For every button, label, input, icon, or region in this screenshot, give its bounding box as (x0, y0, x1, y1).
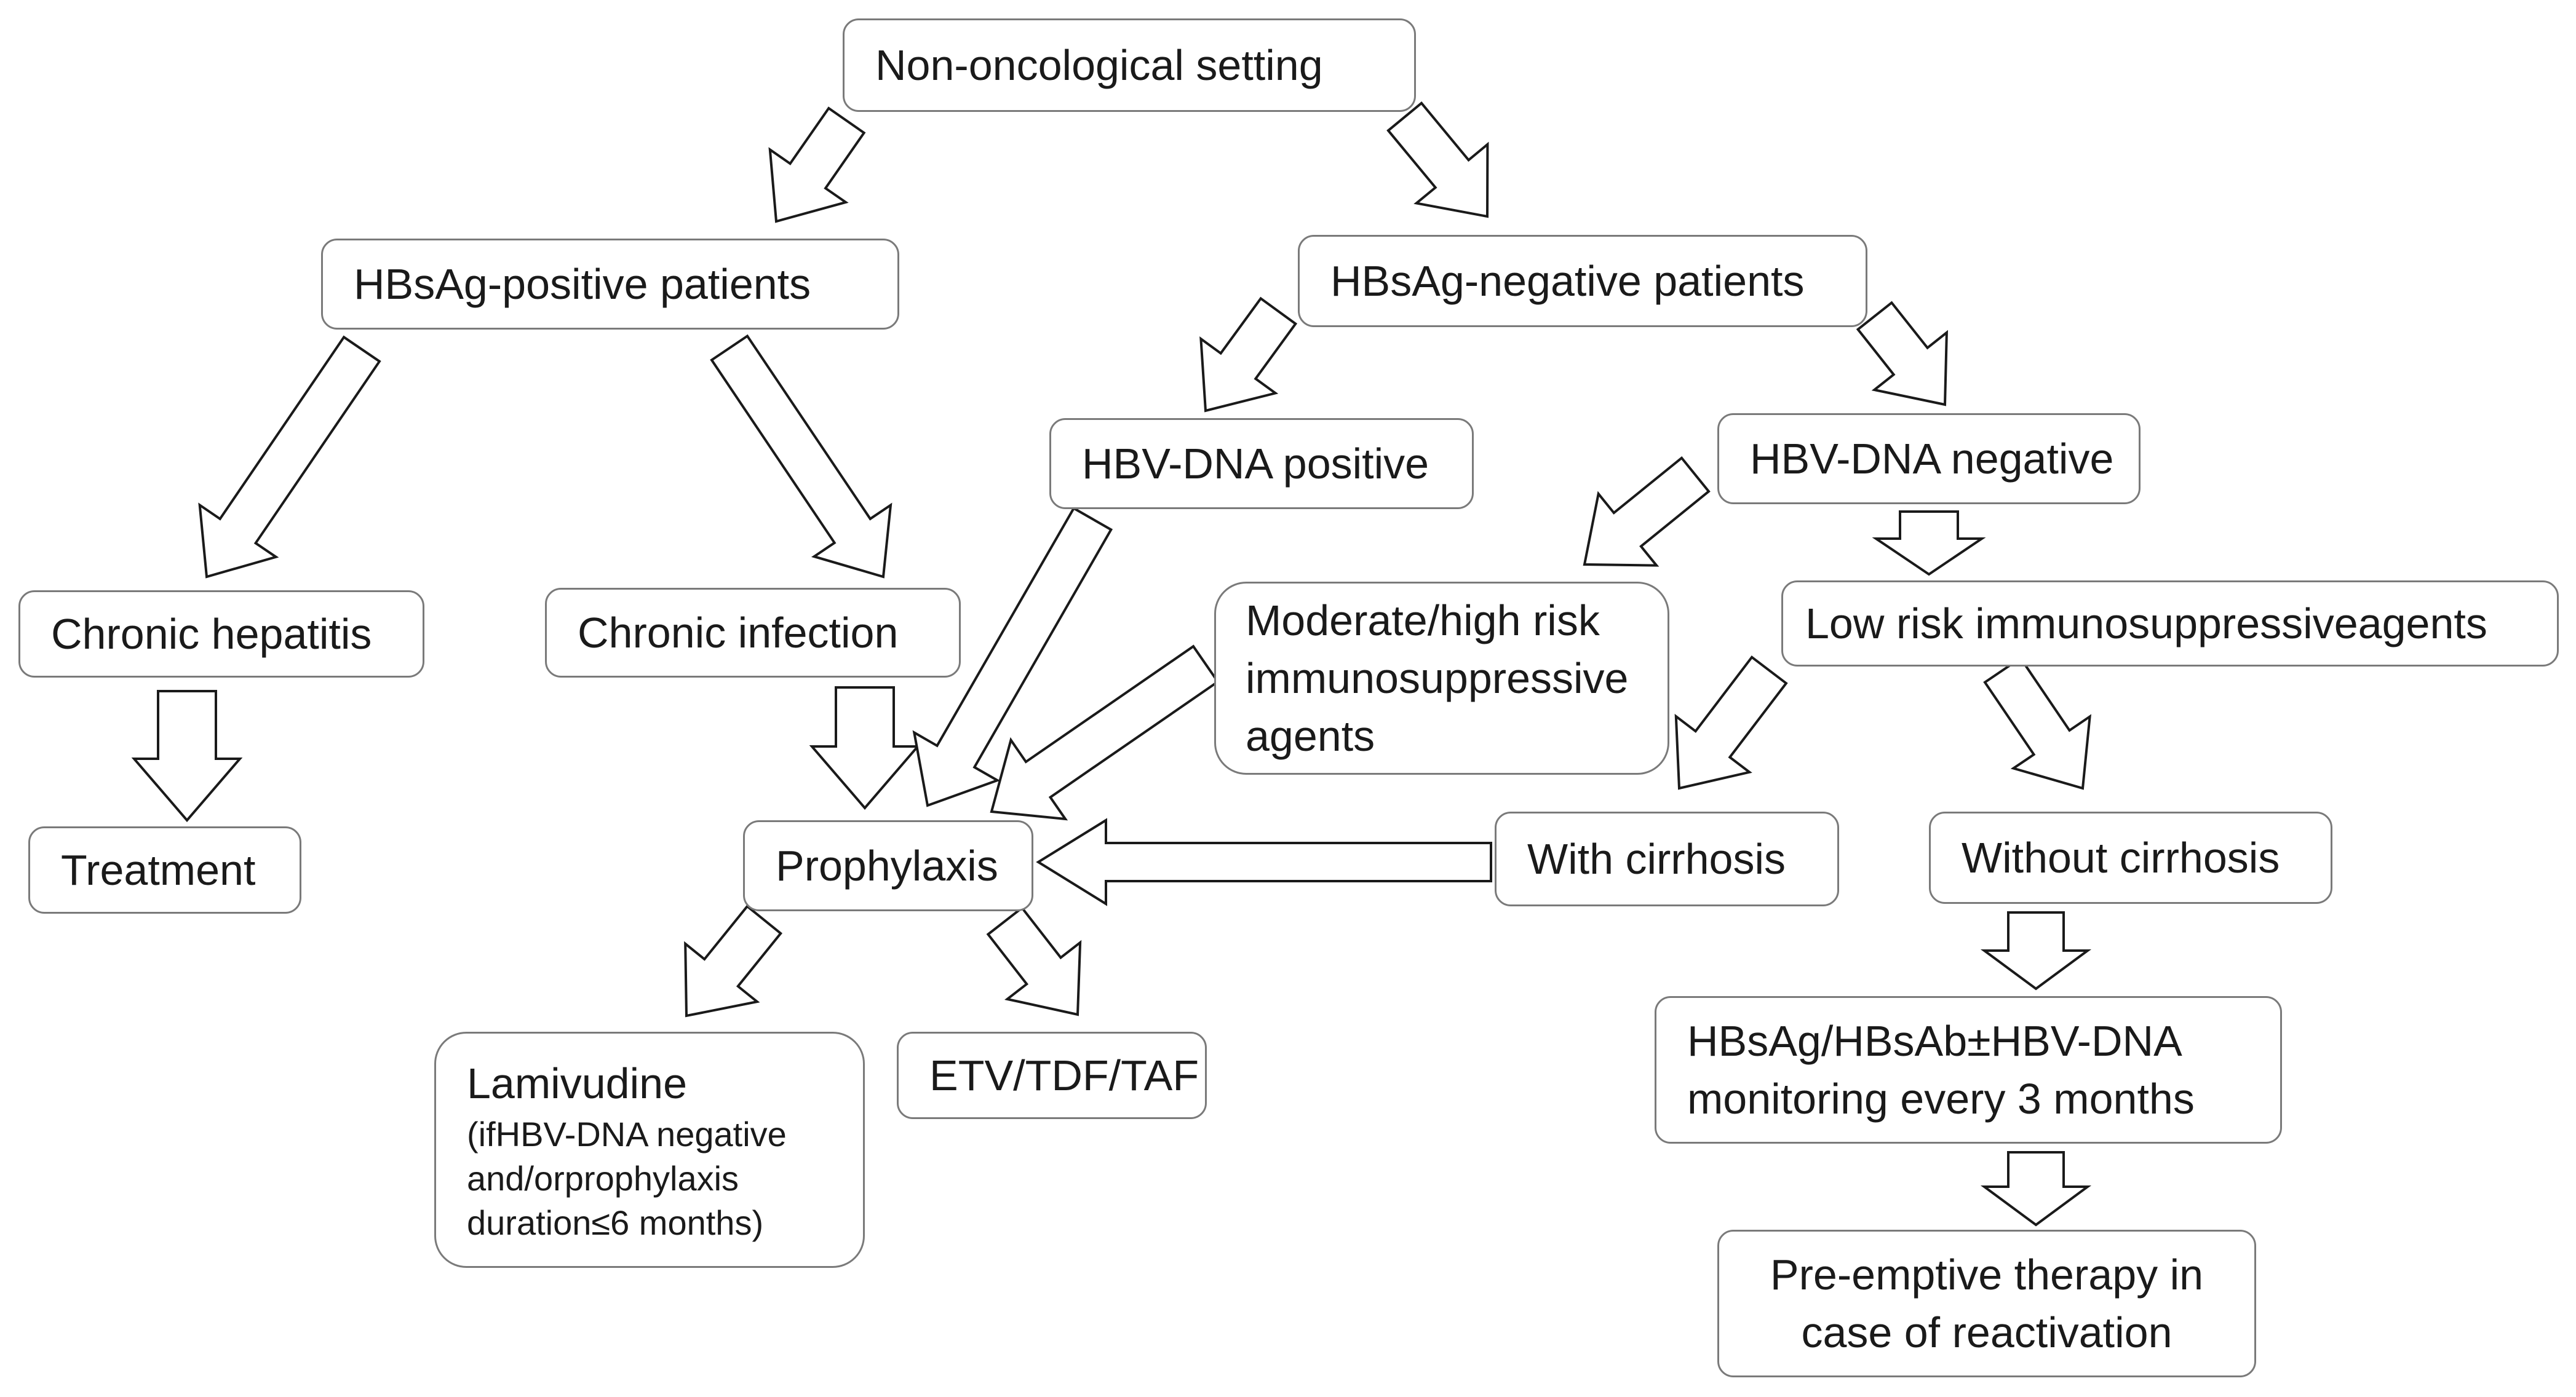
node-hbsag-positive-patients: HBsAg-positive patients (321, 239, 899, 330)
node-label: HBsAg-negative patients (1330, 257, 1805, 305)
node-label-line: Lamivudine (467, 1059, 687, 1107)
node-note-line: and/orprophylaxis (467, 1159, 739, 1198)
node-label: HBV-DNA negative (1750, 435, 2114, 483)
node-label-line: Pre-emptive therapy in (1770, 1251, 2204, 1299)
node-chronic-infection: Chronic infection (545, 588, 961, 678)
node-label-line: HBsAg/HBsAb±HBV-DNA (1687, 1017, 2182, 1065)
arrow-prophylaxis-to-lamivudine (684, 904, 783, 1018)
node-hbv-dna-positive: HBV-DNA positive (1049, 418, 1474, 509)
node-label: ETV/TDF/TAF (929, 1051, 1199, 1099)
node-label: Non-oncological setting (875, 41, 1323, 89)
node-prophylaxis: Prophylaxis (743, 820, 1033, 911)
arrow-negative-to-dna-negative (1856, 301, 1949, 406)
arrow-negative-to-dna-positive (1199, 296, 1298, 413)
arrow-setting-to-hbsag-positive (768, 106, 866, 223)
node-label: Low risk immunosuppressiveagents (1805, 600, 2487, 647)
node-note-line: (ifHBV-DNA negative (467, 1115, 787, 1154)
arrow-prophylaxis-to-etv (986, 906, 1082, 1016)
arrow-dna-negative-to-moderate (1583, 456, 1711, 567)
arrow-chronic-hepatitis-to-treatment (131, 690, 243, 823)
node-lamivudine: Lamivudine (ifHBV-DNA negative and/orpro… (434, 1032, 865, 1268)
node-label-line: case of reactivation (1801, 1308, 2173, 1356)
arrow-positive-to-chronic-hepatitis (198, 335, 381, 579)
node-treatment: Treatment (28, 826, 301, 914)
arrow-dna-positive-to-prophylaxis (912, 506, 1113, 807)
node-monitoring: HBsAg/HBsAb±HBV-DNA monitoring every 3 m… (1655, 996, 2282, 1144)
node-label: Chronic infection (578, 609, 899, 657)
arrow-with-cirrhosis-to-prophylaxis (1036, 818, 1492, 906)
node-without-cirrhosis: Without cirrhosis (1929, 812, 2332, 904)
node-label: With cirrhosis (1527, 835, 1786, 883)
arrow-chronic-infection-to-prophylaxis (809, 686, 921, 810)
arrow-low-risk-to-without-cirrhosis (1983, 656, 2092, 790)
node-label: Without cirrhosis (1962, 834, 2280, 882)
node-chronic-hepatitis: Chronic hepatitis (18, 590, 424, 678)
node-non-oncological-setting: Non-oncological setting (843, 18, 1416, 112)
node-label: Chronic hepatitis (51, 610, 372, 658)
arrow-setting-to-hbsag-negative (1386, 101, 1489, 218)
arrow-positive-to-chronic-infection (710, 334, 892, 579)
node-label-line: agents (1246, 712, 1375, 760)
node-label-line: Moderate/high risk (1246, 596, 1600, 644)
node-note-line: duration≤6 months) (467, 1203, 764, 1242)
node-preemptive-therapy: Pre-emptive therapy in case of reactivat… (1717, 1230, 2256, 1377)
arrow-moderate-to-prophylaxis (990, 644, 1220, 821)
node-label: Prophylaxis (776, 842, 998, 890)
node-hbv-dna-negative: HBV-DNA negative (1717, 413, 2141, 504)
node-low-risk-agents: Low risk immunosuppressiveagents (1781, 580, 2559, 667)
node-hbsag-negative-patients: HBsAg-negative patients (1298, 235, 1867, 327)
arrow-without-cirrhosis-to-monitoring (1980, 911, 2092, 991)
node-etv-tdf-taf: ETV/TDF/TAF (897, 1032, 1207, 1119)
node-label: HBsAg-positive patients (354, 260, 811, 308)
node-with-cirrhosis: With cirrhosis (1495, 812, 1839, 906)
node-label-line: monitoring every 3 months (1687, 1075, 2195, 1123)
arrow-low-risk-to-with-cirrhosis (1674, 655, 1788, 790)
node-label: Treatment (61, 846, 256, 894)
arrow-monitoring-to-preemptive (1980, 1151, 2092, 1227)
arrow-dna-negative-to-low-risk (1872, 510, 1986, 576)
node-label: HBV-DNA positive (1082, 440, 1429, 488)
node-moderate-high-risk-agents: Moderate/high risk immunosuppressive age… (1214, 582, 1669, 775)
node-label-line: immunosuppressive (1246, 654, 1629, 702)
